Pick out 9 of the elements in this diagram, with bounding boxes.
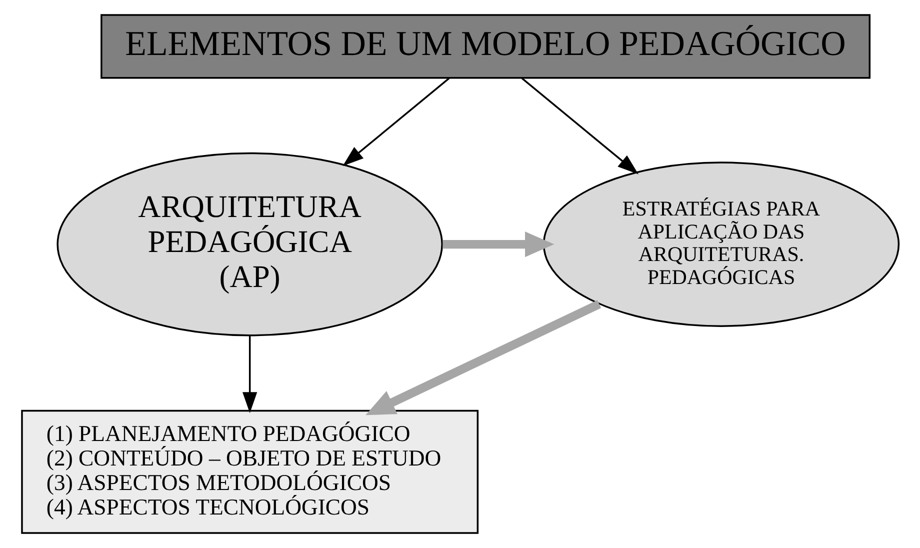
- node-ellipse: ESTRATÉGIAS PARA APLICAÇÃO DAS ARQUITETURAS. PEDAGÓGICAS: [542, 162, 900, 327]
- arrow: [342, 77, 450, 166]
- node-ellipse: ARQUITETURA PEDAGÓGICA (AP): [56, 152, 442, 336]
- arrow: [242, 336, 257, 414]
- node-box: ELEMENTOS DE UM MODELO PEDAGÓGICO: [100, 14, 870, 79]
- arrow: [442, 232, 554, 258]
- arrow: [365, 300, 601, 416]
- arrow: [520, 77, 638, 174]
- node-box: (1) PLANEJAMENTO PEDAGÓGICO (2) CONTEÚDO – OBJETO DE ESTUDO (3) ASPECTOS METODOLÓGICOS (4) ASPECTOS TECNOLÓGICOS: [20, 410, 478, 534]
